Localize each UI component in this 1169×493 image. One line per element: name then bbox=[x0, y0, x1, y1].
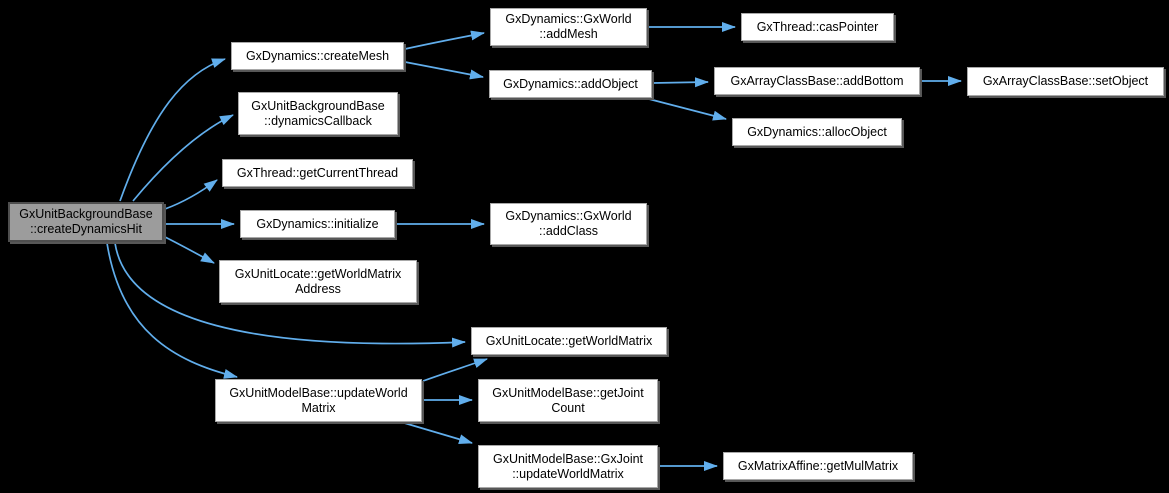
node-addBottom[interactable]: GxArrayClassBase::addBottom bbox=[714, 67, 920, 95]
node-getJointCount[interactable]: GxUnitModelBase::getJoint Count bbox=[478, 379, 658, 422]
edge-addObject-addBottom bbox=[652, 77, 709, 88]
node-getCurrentThread[interactable]: GxThread::getCurrentThread bbox=[222, 159, 413, 187]
node-dynamicsCallback[interactable]: GxUnitBackgroundBase ::dynamicsCallback bbox=[238, 92, 398, 135]
edge-root-dynamicsCallback bbox=[132, 114, 234, 202]
node-getWorldMatrix[interactable]: GxUnitLocate::getWorldMatrix bbox=[471, 327, 667, 355]
node-getMulMatrix[interactable]: GxMatrixAffine::getMulMatrix bbox=[723, 452, 913, 480]
edge-createMesh-addMesh bbox=[404, 30, 485, 50]
edge-updateWorldMatrix-jointUpdateWorldMatrix bbox=[400, 421, 473, 444]
node-getWorldMatrixAddress[interactable]: GxUnitLocate::getWorldMatrix Address bbox=[219, 260, 417, 303]
node-addClass[interactable]: GxDynamics::GxWorld ::addClass bbox=[490, 203, 647, 245]
edge-root-updateWorldMatrix bbox=[106, 242, 238, 379]
node-addMesh[interactable]: GxDynamics::GxWorld ::addMesh bbox=[490, 8, 647, 46]
edge-root-getCurrentThread bbox=[164, 179, 218, 210]
edge-root-createMesh bbox=[119, 58, 226, 202]
edge-addObject-allocObject bbox=[644, 97, 727, 121]
node-createDynamicsHit: GxUnitBackgroundBase ::createDynamicsHit bbox=[8, 202, 164, 242]
node-casPointer[interactable]: GxThread::casPointer bbox=[741, 13, 894, 41]
edge-createMesh-addObject bbox=[404, 61, 484, 80]
node-initialize[interactable]: GxDynamics::initialize bbox=[240, 210, 395, 238]
node-jointUpdateWorldMatrix[interactable]: GxUnitModelBase::GxJoint ::updateWorldMa… bbox=[478, 445, 658, 488]
node-createMesh[interactable]: GxDynamics::createMesh bbox=[231, 42, 404, 70]
edge-updateWorldMatrix-getWorldMatrix bbox=[422, 358, 488, 382]
node-allocObject[interactable]: GxDynamics::allocObject bbox=[732, 118, 902, 146]
node-setObject[interactable]: GxArrayClassBase::setObject bbox=[967, 67, 1164, 96]
edge-root-getWorldMatrixAddress bbox=[164, 236, 215, 264]
node-addObject[interactable]: GxDynamics::addObject bbox=[489, 70, 652, 98]
node-updateWorldMatrix[interactable]: GxUnitModelBase::updateWorld Matrix bbox=[215, 379, 422, 422]
